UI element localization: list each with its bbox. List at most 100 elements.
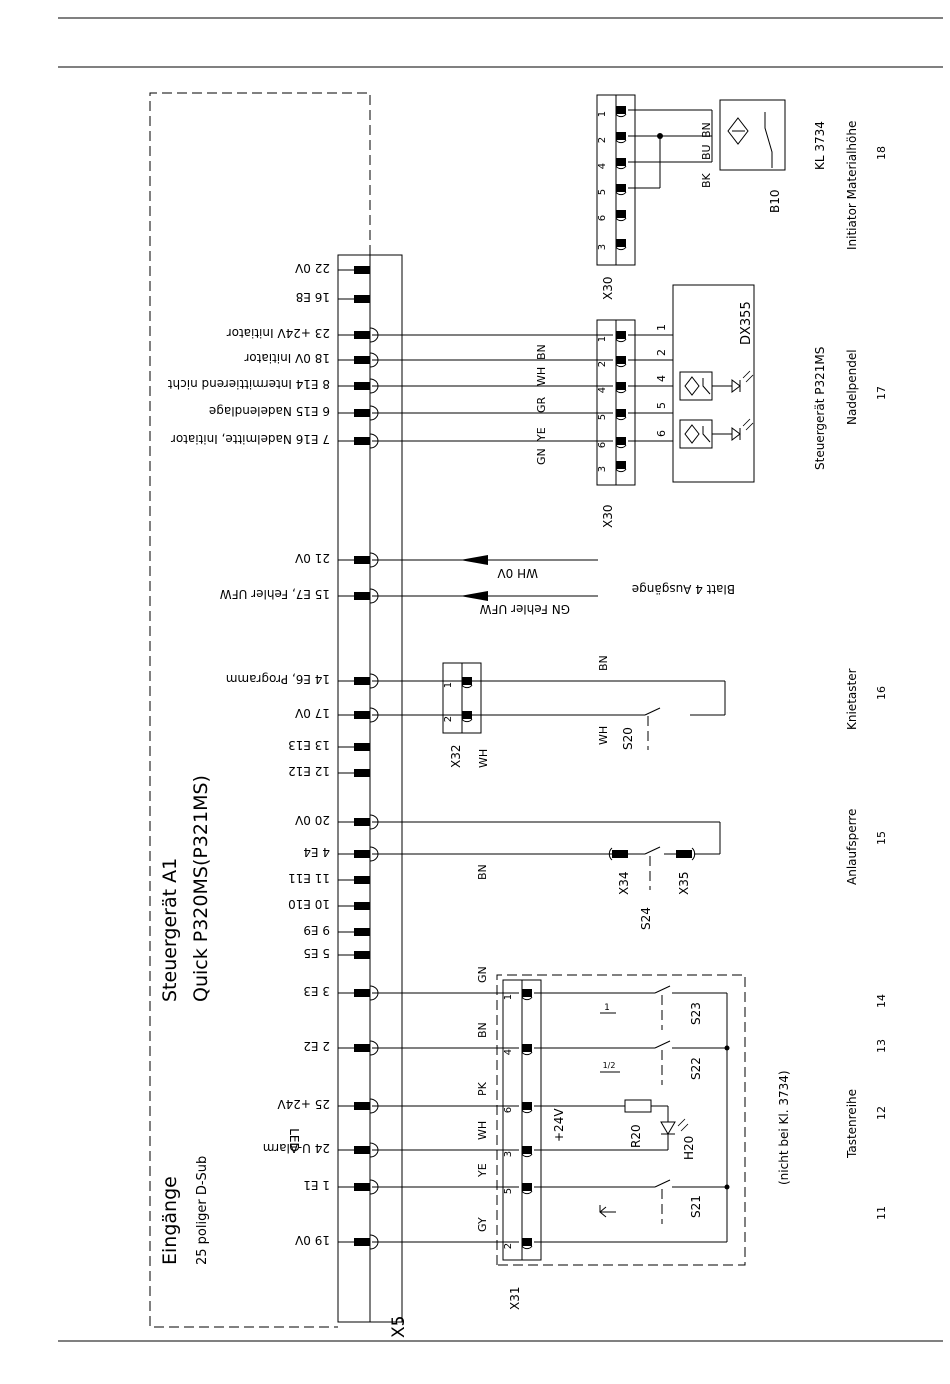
x30-mid-pin-number: 1 xyxy=(597,336,608,342)
x30-top-pin-contact xyxy=(616,184,626,192)
x5-pin-label: 6 E15 Nadelendlage xyxy=(209,404,330,418)
caption-18: Initiator Materialhöhe xyxy=(845,121,859,250)
pendel-wire-color: GR xyxy=(535,396,548,413)
resistor-r20 xyxy=(624,1099,652,1113)
x30-mid-pin-socket xyxy=(615,444,627,449)
x31-pin-socket xyxy=(521,1245,533,1250)
x30-mid-pin-contact xyxy=(616,331,626,339)
switch-s21-icon xyxy=(654,1179,671,1188)
switch-s23-label: S23 xyxy=(689,1002,703,1025)
switch-s24-icon xyxy=(644,846,661,855)
x30-mid-pin-contact xyxy=(616,461,626,469)
x31-label: X31 xyxy=(508,1287,522,1311)
x30-top-pin-number: 3 xyxy=(597,244,608,250)
x5-pin-label: 1 E1 xyxy=(303,1178,330,1192)
x5-pin-label: 13 E13 xyxy=(288,738,330,752)
x35-plug-icon xyxy=(676,850,692,858)
ref-12: 12 xyxy=(875,1106,888,1120)
switch-s20-icon xyxy=(644,707,661,716)
x5-pin-contact xyxy=(354,876,370,884)
x5-pin-label: 20 0V xyxy=(294,813,330,827)
x30-mid-pin-socket xyxy=(615,363,627,368)
unit-title: Steuergerät A1 xyxy=(159,858,181,1002)
wire-label-gn-fehler: GN Fehler UFW xyxy=(480,602,570,616)
x5-pin-label: 22 0V xyxy=(294,261,330,275)
x31-pin-number: 4 xyxy=(503,1049,514,1055)
switch-s23-icon xyxy=(654,985,671,994)
x5-pin-contact xyxy=(354,711,370,719)
caption-tasten: Tastenreihe xyxy=(845,1089,859,1159)
tasten-wire-color: GN xyxy=(476,966,489,983)
x31-pin-number: 3 xyxy=(503,1151,514,1157)
x34-plug-icon xyxy=(612,850,628,858)
x5-pin-contact xyxy=(354,382,370,390)
x5-pin-contact xyxy=(354,356,370,364)
inputs-subtitle: 25 poliger D-Sub xyxy=(195,1156,210,1265)
x31-pin-number: 6 xyxy=(503,1107,514,1113)
x30-mid-pin-socket xyxy=(615,416,627,421)
wire-label-bu-18: BU xyxy=(700,144,713,160)
x5-pin-label: 17 0V xyxy=(294,706,330,720)
x30-top-pin-contact xyxy=(616,239,626,247)
x34-socket xyxy=(608,847,613,861)
switch-s22-icon xyxy=(654,1040,671,1049)
x31-pin-contact xyxy=(522,1146,532,1154)
tasten-wire-color: GY xyxy=(476,1217,489,1232)
tasten-wire-color: YE xyxy=(476,1163,489,1178)
x30-mid-pin-contact xyxy=(616,356,626,364)
x32-pin-number: 2 xyxy=(443,716,454,722)
sensor-b10-diamond-icon xyxy=(727,117,749,145)
dx355-label: DX355 xyxy=(739,301,754,345)
pendel-sensor-a-switch-icon xyxy=(702,378,711,395)
x31-pin-contact xyxy=(522,1183,532,1191)
supply-label: +24V xyxy=(552,1108,566,1142)
key-symbol-back-icon xyxy=(599,1205,616,1218)
x30-mid-pin-contact xyxy=(616,437,626,445)
x31-pin-contact xyxy=(522,1238,532,1246)
x5-pin-contact xyxy=(354,556,370,564)
x31-pin-contact xyxy=(522,1102,532,1110)
caption-17: Nadelpendel xyxy=(845,349,859,425)
switch-s21-label: S21 xyxy=(689,1195,703,1218)
led-h20-label: H20 xyxy=(682,1136,696,1160)
wire-label-bn-15: BN xyxy=(476,864,489,880)
x31-pin-contact xyxy=(522,989,532,997)
pendel-sensor-b-icon xyxy=(684,424,700,444)
x5-pin-label: 2 E2 xyxy=(303,1039,330,1053)
x5-pin-contact xyxy=(354,1146,370,1154)
sensor-type: KL 3734 xyxy=(813,121,827,170)
dx355-box xyxy=(672,284,755,483)
x5-pin-contact xyxy=(354,1238,370,1246)
x30-mid-label: X30 xyxy=(601,505,615,529)
tasten-wire-color: PK xyxy=(476,1081,489,1096)
x5-pin-contact xyxy=(354,951,370,959)
x5-pin-contact xyxy=(354,295,370,303)
x31-pin-number: 1 xyxy=(503,994,514,1000)
pendel-wire-color: BN xyxy=(535,344,548,360)
x5-pin-label: 19 0V xyxy=(294,1233,330,1247)
x5-label: X5 xyxy=(389,1316,409,1338)
x32-pin-socket xyxy=(461,684,473,689)
x30-mid-pin-socket xyxy=(615,468,627,473)
x30-mid-pin-number: 6 xyxy=(597,442,608,448)
x32-color: WH xyxy=(477,749,490,768)
ref-13: 13 xyxy=(875,1039,888,1053)
pendel-sensor-b-switch-icon xyxy=(702,426,711,443)
x30-top-pin-socket xyxy=(615,246,627,251)
x31-pin-number: 2 xyxy=(503,1243,514,1249)
x5-pin-label: 10 E10 xyxy=(288,897,330,911)
pendel-led-a-icon xyxy=(731,379,741,393)
x5-pin-label: 21 0V xyxy=(294,551,330,565)
x5-pin-contact xyxy=(354,769,370,777)
dx355-terminal-number: 1 xyxy=(655,324,668,331)
x30-mid-pin-socket xyxy=(615,389,627,394)
x31-pin-number: 5 xyxy=(503,1188,514,1194)
x30-top-pin-socket xyxy=(615,165,627,170)
x5-pin-label: 4 E4 xyxy=(303,845,330,859)
ref-18: 18 xyxy=(875,146,888,160)
